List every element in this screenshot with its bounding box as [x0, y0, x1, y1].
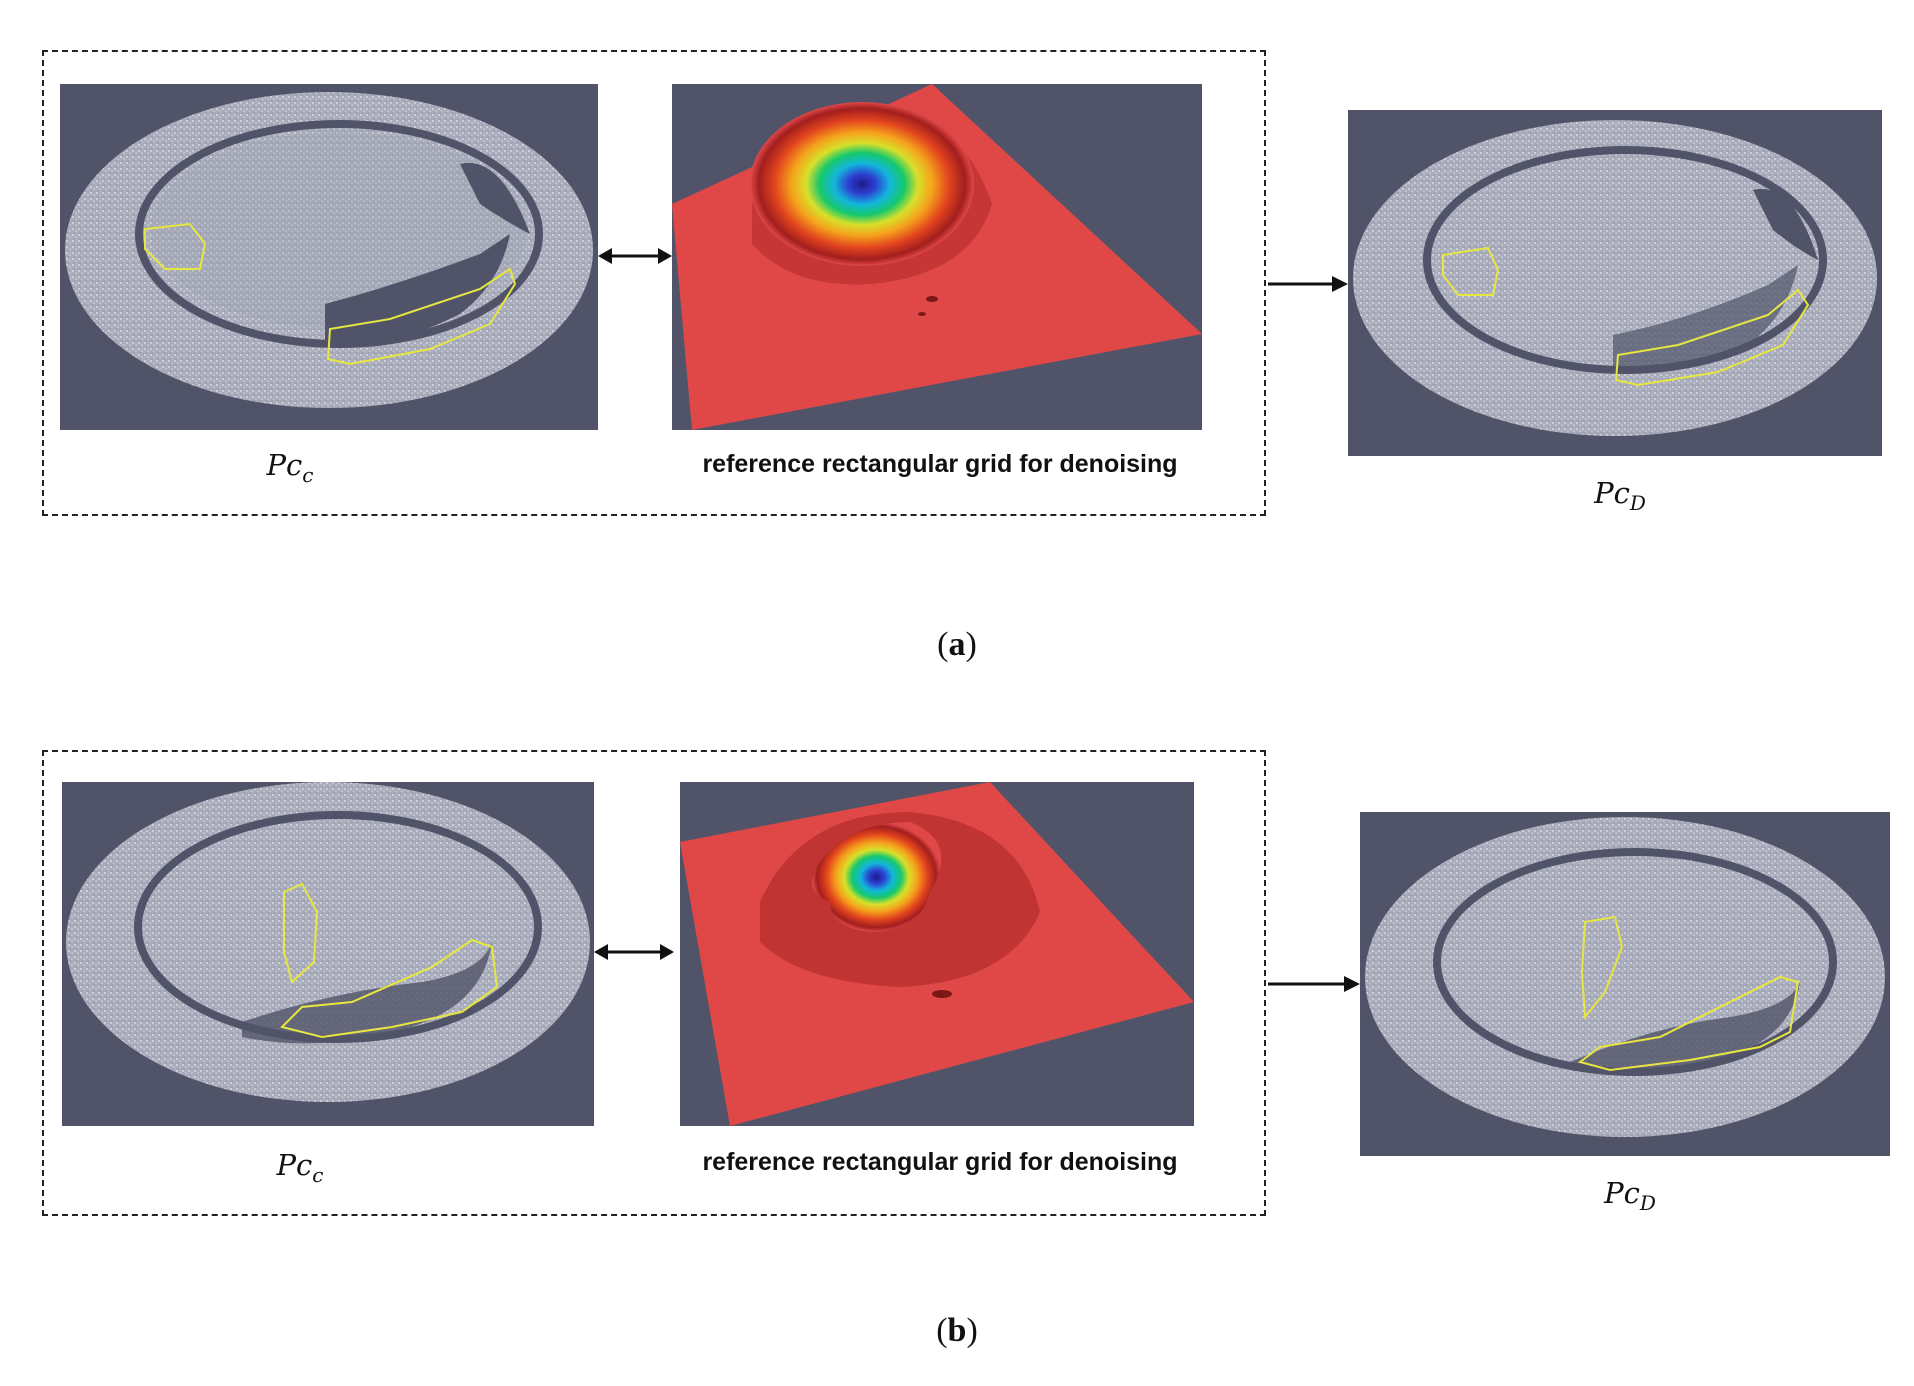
output-point-cloud-image — [1348, 110, 1882, 456]
panel-label-b: (b) — [936, 1312, 978, 1349]
highlight-outline-bottom — [280, 938, 499, 1039]
right-arrow-icon — [1268, 972, 1360, 996]
highlight-outline-left — [144, 222, 207, 270]
highlight-outline-bottom — [1614, 288, 1810, 387]
grid-caption: reference rectangular grid for denoising — [702, 450, 1178, 478]
highlight-outline-bottom — [326, 267, 517, 366]
right-arrow-icon — [1268, 272, 1348, 296]
input-caption: Pcc — [276, 1148, 324, 1187]
input-group-frame — [42, 50, 1266, 516]
input-point-cloud-image — [60, 84, 598, 430]
panel-a: Pcc reference rectangular grid for denoi… — [0, 0, 1914, 686]
reference-grid-image — [680, 782, 1194, 1126]
panel-label-a: (a) — [937, 626, 977, 663]
highlight-outline-left — [1442, 246, 1500, 296]
output-point-cloud-image — [1360, 812, 1890, 1156]
reference-grid-image — [672, 84, 1202, 430]
highlight-outline-left — [1580, 915, 1624, 1020]
highlight-outline-left — [283, 882, 319, 984]
input-caption: Pcc — [266, 448, 314, 487]
input-point-cloud-image — [62, 782, 594, 1126]
double-arrow-icon — [594, 940, 674, 964]
output-caption: PcD — [1594, 476, 1646, 515]
input-group-frame — [42, 750, 1266, 1216]
grid-caption: reference rectangular grid for denoising — [702, 1148, 1178, 1176]
highlight-outline-bottom — [1577, 975, 1800, 1072]
double-arrow-icon — [598, 244, 672, 268]
output-caption: PcD — [1604, 1176, 1656, 1215]
panel-b: Pcc reference rectangular grid for denoi… — [0, 700, 1914, 1386]
